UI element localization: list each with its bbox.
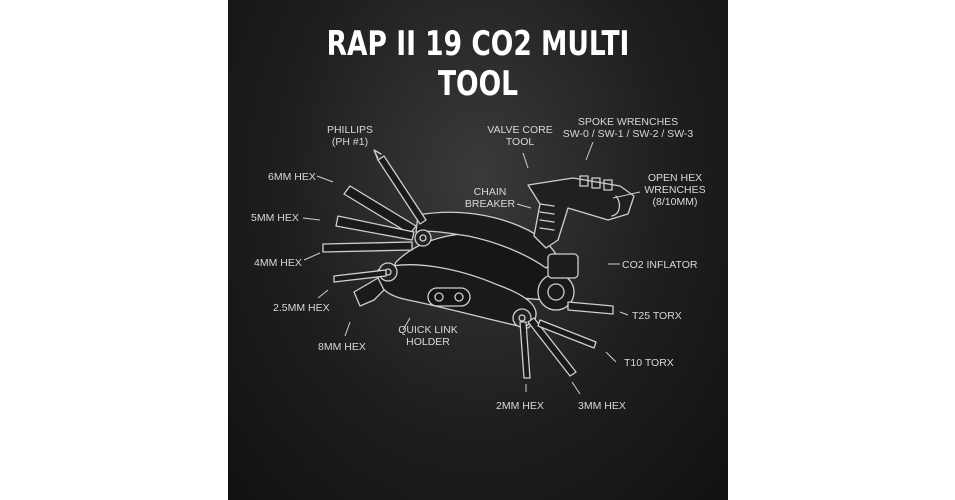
- label-line: (PH #1): [331, 136, 369, 148]
- hex-4mm-shape: [322, 241, 413, 253]
- label-chain-breaker: CHAIN BREAKER: [460, 186, 520, 210]
- label-valve-core-tool: VALVE CORE TOOL: [480, 124, 560, 148]
- label-co2-inflator: CO2 INFLATOR: [622, 259, 698, 271]
- label-line: BREAKER: [464, 198, 516, 210]
- torx-t10-shape: [537, 319, 597, 349]
- torx-t25-shape: [567, 301, 614, 315]
- label-3mm-hex: 3MM HEX: [578, 400, 626, 412]
- label-phillips: PHILLIPS (PH #1): [320, 124, 380, 148]
- label-line: (8/10MM): [652, 196, 698, 208]
- label-line: QUICK LINK: [398, 324, 458, 336]
- label-line: SW-0 / SW-1 / SW-2 / SW-3: [562, 128, 694, 140]
- label-2mm-hex: 2MM HEX: [496, 400, 544, 412]
- hex-8mm-shape: [353, 277, 385, 307]
- label-spoke-wrenches: SPOKE WRENCHES SW-0 / SW-1 / SW-2 / SW-3: [558, 116, 698, 140]
- hex-2-5mm-shape: [333, 269, 387, 283]
- label-line: SPOKE WRENCHES: [577, 116, 679, 128]
- label-line: TOOL: [505, 136, 535, 148]
- page-title: RAP II 19 CO2 MULTI TOOL: [326, 24, 630, 104]
- label-5mm-hex: 5MM HEX: [251, 212, 299, 224]
- label-6mm-hex: 6MM HEX: [268, 171, 316, 183]
- label-line: CHAIN: [473, 186, 507, 198]
- label-8mm-hex: 8MM HEX: [318, 341, 366, 353]
- label-open-hex-wrenches: OPEN HEX WRENCHES (8/10MM): [640, 172, 710, 208]
- label-line: HOLDER: [406, 336, 450, 348]
- phillips-shape: [377, 155, 427, 225]
- label-2-5mm-hex: 2.5MM HEX: [273, 302, 330, 314]
- label-line: VALVE CORE: [487, 124, 553, 136]
- chain-breaker-shape: [527, 177, 635, 249]
- label-t10-torx: T10 TORX: [624, 357, 674, 369]
- label-line: PHILLIPS: [326, 124, 374, 136]
- multi-tool-illustration: [302, 141, 641, 395]
- product-panel: RAP II 19 CO2 MULTI TOOL PHILLIPS (PH #1…: [228, 0, 728, 500]
- hex-3mm-shape: [527, 317, 577, 377]
- label-4mm-hex: 4MM HEX: [254, 257, 302, 269]
- label-line: WRENCHES: [644, 184, 706, 196]
- label-line: OPEN HEX: [647, 172, 703, 184]
- leader-lines: [302, 141, 641, 395]
- label-quick-link-holder: QUICK LINK HOLDER: [398, 324, 458, 348]
- label-t25-torx: T25 TORX: [632, 310, 682, 322]
- hex-5mm-shape: [335, 215, 415, 241]
- hex-2mm-shape: [519, 321, 531, 379]
- quick-link-holder-shape: [427, 287, 471, 307]
